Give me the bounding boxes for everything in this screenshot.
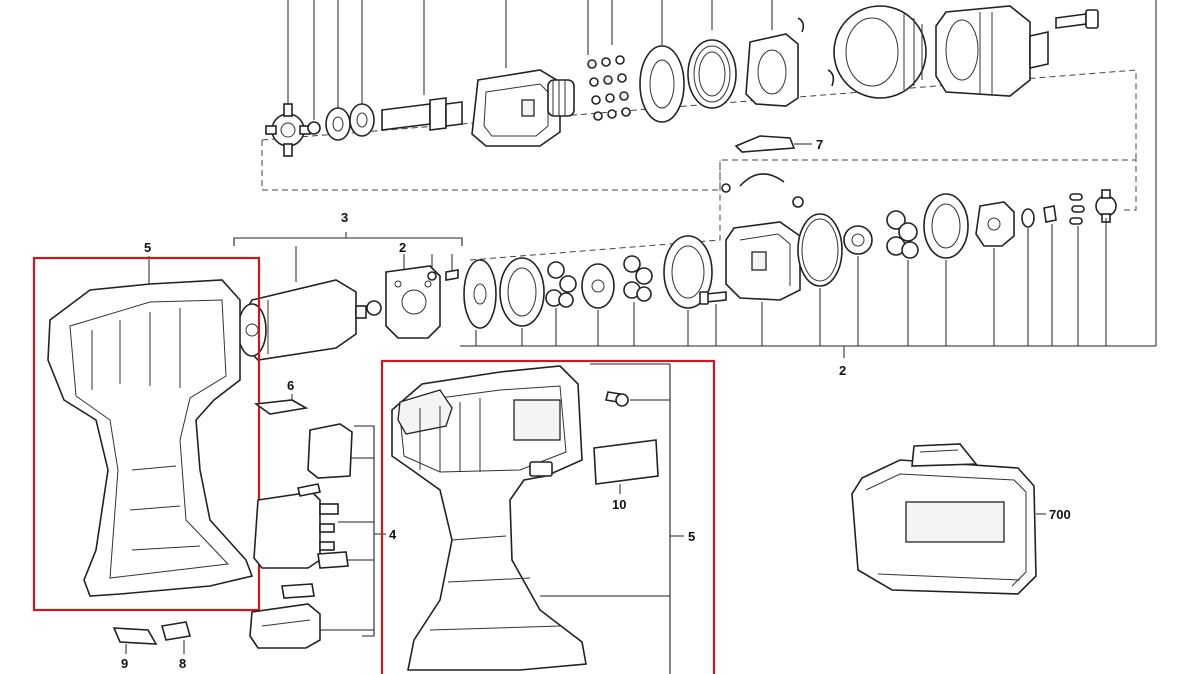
- o-ring-part: [797, 213, 843, 287]
- small-washer-part: [1021, 208, 1035, 228]
- left-housing-half-group: 5: [32, 240, 261, 612]
- top-leader-lines: [287, 0, 773, 120]
- callout-grip-clip: 7: [816, 137, 823, 152]
- grip-clip-group: 7: [734, 135, 823, 153]
- flat-washer-part: [639, 45, 685, 123]
- keyless-chuck-part: [935, 5, 1049, 97]
- callout-motor-assembly: 3: [341, 210, 348, 225]
- callout-motor-plate: 2: [399, 240, 406, 255]
- lock-spring-part: [739, 173, 785, 187]
- switch-terminals-part: [281, 551, 349, 599]
- slide-clip-part: [160, 621, 192, 641]
- clutch-cup-part: [745, 33, 799, 107]
- dc-motor-part: [237, 246, 367, 361]
- gearbox-parts-row: [463, 160, 1117, 329]
- gear-housing-ring-part: [471, 69, 561, 147]
- gearbox-bracket: 2: [460, 0, 1157, 378]
- switch-clip-part: [253, 399, 309, 415]
- right-housing-half-group: [380, 359, 716, 674]
- battery-connector-part: [249, 603, 321, 649]
- carrier-1-part: [581, 263, 615, 309]
- right-housing-bracket: 5: [540, 363, 695, 674]
- motor-bearing-part: [366, 300, 382, 316]
- switch-body-part: [253, 483, 339, 569]
- trigger-part: [307, 423, 353, 479]
- spring-clip-lower-part: [827, 69, 835, 87]
- callout-trigger-switch: 4: [389, 527, 397, 542]
- small-slide-part: [112, 627, 158, 645]
- callout-left-housing: 5: [144, 240, 151, 255]
- motor-plate-part: [385, 265, 441, 339]
- end-spider-part: [1095, 189, 1117, 223]
- carry-case-group: 700: [851, 443, 1071, 595]
- trigger-switch-group: 4: [249, 423, 397, 649]
- gearbox-screw-part: [699, 291, 727, 305]
- motor-group-bracket: 3: [233, 210, 463, 246]
- ring-gear-part: [499, 257, 545, 327]
- small-nut-part: [307, 121, 321, 135]
- spider-coupling-part: [265, 103, 311, 157]
- housing-label-part: [593, 439, 659, 485]
- gearbox-housing-part: [725, 221, 801, 301]
- carrier-3-part: [975, 201, 1015, 247]
- chuck-screw-part: [1055, 9, 1099, 29]
- callout-gearbox: 2: [839, 363, 846, 378]
- ring-gear-3-part: [923, 193, 969, 259]
- housing-label-group: 10: [593, 439, 659, 512]
- right-housing-half-part: [391, 365, 587, 671]
- washer-pair-part: [325, 103, 375, 141]
- pinion-part: [843, 225, 873, 255]
- plate-screw-part: [427, 271, 437, 281]
- right-housing-highlight-box: [380, 359, 716, 674]
- planet-gear-set-3-part: [886, 210, 919, 259]
- callout-right-housing: 5: [688, 529, 695, 544]
- small-slide-group: 9: [112, 627, 158, 671]
- callout-switch-clip: 6: [287, 378, 294, 393]
- switch-clip-group: 6: [253, 378, 309, 415]
- torque-collar-part: [833, 5, 927, 99]
- slide-clip-group: 8: [160, 621, 192, 671]
- plate-pin-part: [445, 269, 459, 281]
- callout-housing-label: 10: [612, 497, 626, 512]
- left-housing-highlight-box: [32, 256, 261, 612]
- planet-gear-set-2-part: [623, 255, 653, 302]
- ball-bearings-part: [587, 55, 631, 121]
- upper-assembly-dashed-outline: [261, 140, 1137, 211]
- spring-clip-upper-part: [797, 17, 805, 33]
- small-pins-part: [1069, 193, 1085, 225]
- coil-spring-part: [687, 39, 737, 109]
- lock-ball-left-part: [721, 183, 731, 193]
- callout-slide-clip: 8: [179, 656, 186, 671]
- threaded-coupling-part: [547, 79, 575, 117]
- callout-small-slide: 9: [121, 656, 128, 671]
- housing-screw-part: [605, 391, 629, 407]
- top-row-parts: [265, 5, 1099, 157]
- spindle-shaft-part: [381, 97, 463, 131]
- thin-washer-part: [463, 259, 497, 329]
- grip-clip-part: [734, 135, 796, 153]
- left-housing-half-part: [47, 279, 254, 597]
- planet-gear-set-1-part: [545, 261, 577, 308]
- carry-case-part: [851, 443, 1037, 595]
- small-retainer-part: [1043, 205, 1057, 223]
- callout-carry-case: 700: [1049, 507, 1071, 522]
- lock-ball-right-part: [792, 196, 804, 208]
